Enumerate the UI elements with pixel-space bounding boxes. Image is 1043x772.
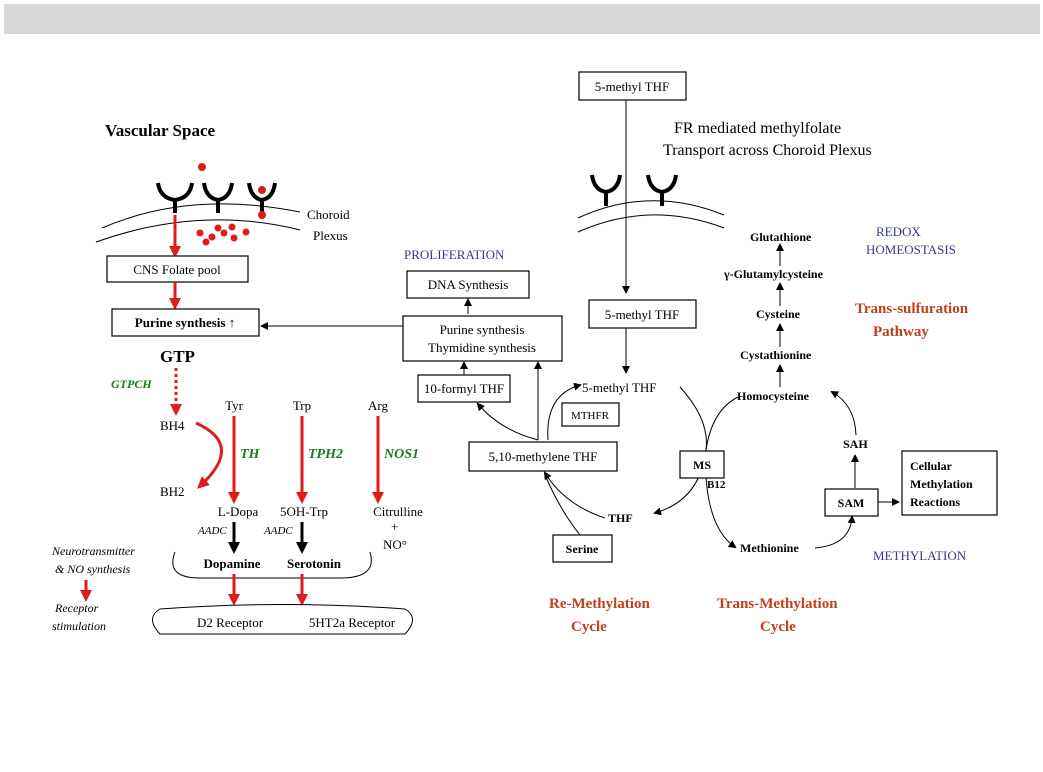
b12-label: B12 bbox=[707, 479, 726, 491]
redox-label: REDOX bbox=[876, 224, 921, 239]
purine-synthesis-left-label: Purine synthesis ↑ bbox=[135, 315, 235, 330]
mthfr-box bbox=[561, 402, 620, 427]
gamma-glutamylcysteine-label: γ-Glutamylcysteine bbox=[723, 267, 824, 281]
sam-box bbox=[824, 488, 879, 517]
cystathionine-label: Cystathionine bbox=[740, 348, 812, 362]
thf-label: THF bbox=[608, 511, 633, 525]
5oh-trp-label: 5OH-Trp bbox=[280, 504, 328, 519]
homeostasis-label: HOMEOSTASIS bbox=[866, 242, 956, 257]
ms-box bbox=[679, 450, 725, 479]
methionine-label: Methionine bbox=[740, 541, 799, 555]
ms-label: MS bbox=[693, 458, 711, 472]
proliferation-label: PROLIFERATION bbox=[404, 247, 505, 262]
5-methyl-thf-small-label: 5-methyl THF bbox=[582, 380, 657, 395]
synapse-bracket bbox=[172, 551, 372, 579]
serine-label: Serine bbox=[566, 542, 599, 556]
gtpch-label: GTPCH bbox=[111, 377, 152, 391]
plexus-label: Plexus bbox=[313, 228, 348, 243]
cns-folate-pool-box bbox=[106, 255, 249, 283]
trans-methylation-cycle-label: Cycle bbox=[760, 619, 796, 635]
aadc-label-1: AADC bbox=[197, 525, 227, 537]
arg-label: Arg bbox=[368, 398, 388, 413]
trans-sulfuration-label: Trans-sulfuration bbox=[855, 301, 969, 317]
no-label: NO° bbox=[383, 537, 407, 552]
5-methyl-thf-top-box bbox=[578, 71, 687, 101]
bh2-label: BH2 bbox=[160, 484, 185, 499]
5-methyl-thf-mid-box bbox=[588, 299, 697, 329]
receptor-label: Receptor bbox=[54, 601, 99, 615]
serine-box bbox=[552, 534, 613, 563]
folate-dots bbox=[196, 223, 250, 246]
10-formyl-thf-label: 10-formyl THF bbox=[424, 381, 504, 396]
sam-label: SAM bbox=[838, 496, 865, 510]
trp-label: Trp bbox=[293, 398, 311, 413]
neurotransmitter-label: Neurotransmitter bbox=[51, 544, 135, 558]
choroid-membrane-outer bbox=[101, 203, 301, 229]
purine-thymidine-box bbox=[402, 315, 563, 362]
cellular-label: Cellular bbox=[910, 459, 953, 473]
gtp-label: GTP bbox=[160, 347, 195, 366]
sah-label: SAH bbox=[843, 437, 868, 451]
5-methyl-thf-mid-label: 5-methyl THF bbox=[605, 307, 680, 322]
10-formyl-thf-box bbox=[417, 374, 511, 403]
receptor-icon bbox=[156, 182, 277, 216]
re-methylation-cycle-label: Cycle bbox=[571, 619, 607, 635]
fr-transport-label-1: FR mediated methylfolate bbox=[674, 120, 841, 137]
pathway-label: Pathway bbox=[873, 324, 929, 340]
th-label: TH bbox=[240, 447, 261, 462]
methylation-section-label: METHYLATION bbox=[873, 548, 967, 563]
purine-synthesis-left-box bbox=[111, 308, 260, 337]
bh4-label: BH4 bbox=[160, 418, 185, 433]
d2-receptor-label: D2 Receptor bbox=[197, 615, 264, 630]
title-bar bbox=[4, 4, 1040, 34]
aadc-label-2: AADC bbox=[263, 525, 293, 537]
serotonin-label: Serotonin bbox=[287, 556, 342, 571]
cns-folate-pool-label: CNS Folate pool bbox=[133, 262, 221, 277]
glutathione-label: Glutathione bbox=[750, 230, 812, 244]
stimulation-label: stimulation bbox=[52, 619, 106, 633]
plus-label: + bbox=[391, 519, 398, 534]
thymidine-synthesis-label: Thymidine synthesis bbox=[428, 340, 536, 355]
methylene-thf-box bbox=[468, 441, 618, 472]
receptor-bracket bbox=[152, 604, 413, 635]
no-synthesis-label: & NO synthesis bbox=[55, 562, 131, 576]
folate-dot bbox=[198, 163, 206, 171]
methylation-label: Methylation bbox=[910, 477, 973, 491]
dna-synthesis-label: DNA Synthesis bbox=[428, 277, 509, 292]
fr-transport-label-2: Transport across Choroid Plexus bbox=[663, 142, 872, 159]
choroid-label: Choroid bbox=[307, 207, 350, 222]
5-methyl-thf-top-label: 5-methyl THF bbox=[595, 79, 670, 94]
mthfr-label: MTHFR bbox=[571, 410, 610, 422]
trans-methylation-label: Trans-Methylation bbox=[717, 596, 838, 612]
choroid-membrane-inner bbox=[95, 219, 301, 243]
bh4-bh2-arrow bbox=[195, 421, 223, 489]
purine-synthesis-right-label: Purine synthesis bbox=[440, 322, 525, 337]
fr-receptor-icon bbox=[590, 174, 678, 206]
dopamine-label: Dopamine bbox=[203, 556, 260, 571]
nos1-label: NOS1 bbox=[383, 447, 419, 462]
reactions-label: Reactions bbox=[910, 495, 960, 509]
l-dopa-label: L-Dopa bbox=[218, 504, 259, 519]
vascular-space-label: Vascular Space bbox=[105, 121, 215, 140]
tyr-label: Tyr bbox=[225, 398, 244, 413]
5ht2a-receptor-label: 5HT2a Receptor bbox=[309, 615, 396, 630]
cellular-methylation-box bbox=[901, 450, 998, 516]
methylene-thf-label: 5,10-methylene THF bbox=[489, 449, 598, 464]
homocysteine-label: Homocysteine bbox=[737, 389, 810, 403]
tph2-label: TPH2 bbox=[308, 447, 343, 462]
re-methylation-label: Re-Methylation bbox=[549, 596, 650, 612]
citrulline-label: Citrulline bbox=[373, 504, 423, 519]
cysteine-label: Cysteine bbox=[756, 307, 801, 321]
dna-synthesis-box bbox=[406, 270, 530, 299]
